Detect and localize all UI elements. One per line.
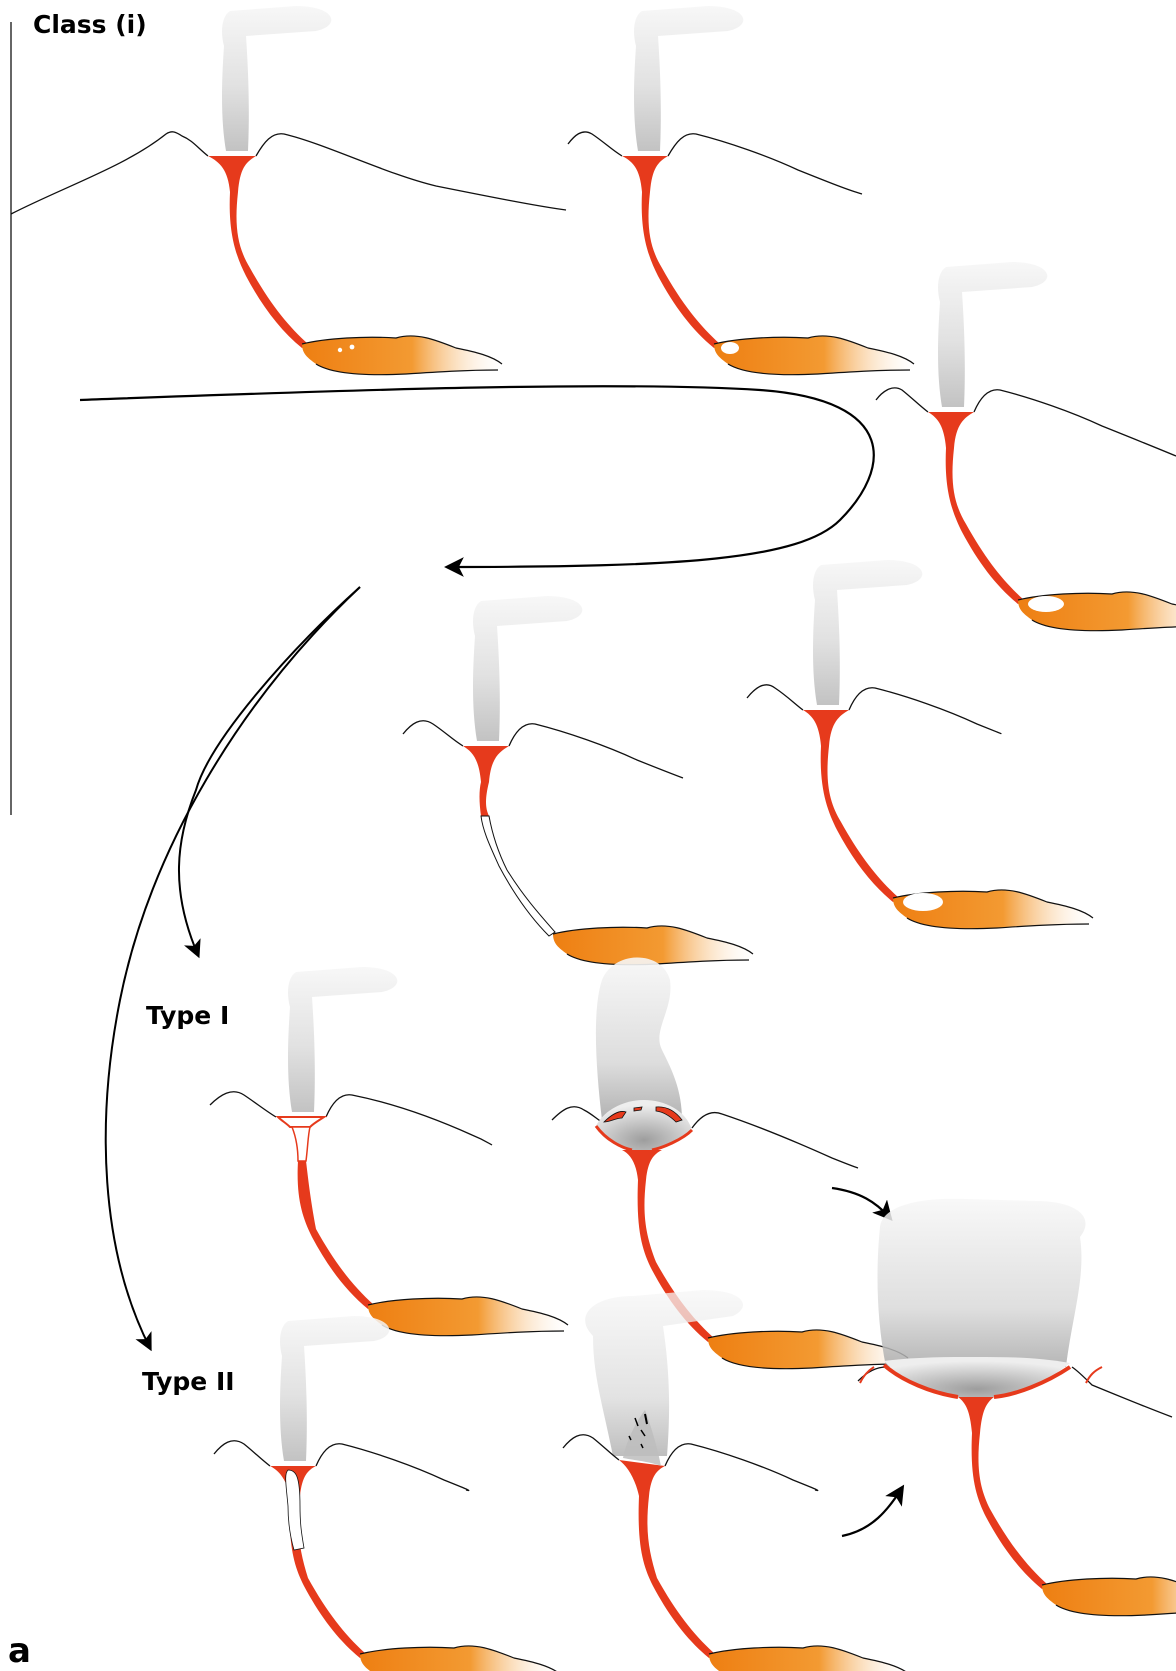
volcano-outline [213, 1440, 470, 1492]
volcano-outline [562, 1434, 819, 1492]
volcano-outline [551, 1106, 859, 1169]
branch-arrow-type-one [178, 586, 361, 959]
class-stage-3 [875, 262, 1176, 632]
class-stage-1 [10, 6, 567, 376]
panel-label: a [8, 1631, 31, 1671]
volcano-outline [209, 1091, 493, 1146]
final-stage [857, 1198, 1176, 1617]
type-one-stage-2 [551, 957, 909, 1370]
arrow-to-final-from-type-two [841, 1484, 905, 1538]
class-stage-5 [746, 560, 1094, 930]
type-one-stage-1 [209, 967, 569, 1337]
type-two-stage-1 [213, 1316, 561, 1671]
type-one-label: Type I [146, 1001, 230, 1030]
class-stage-2 [567, 6, 915, 376]
volcano-outline [402, 720, 684, 779]
type-two-label: Type II [142, 1367, 235, 1396]
class-stage-4 [402, 596, 754, 966]
volcano-outline [567, 131, 863, 195]
cycle-arrow [79, 385, 875, 577]
volcano-outline [746, 684, 1002, 735]
type-two-stage-2 [562, 1290, 910, 1671]
arrow-to-final-from-type-one [831, 1186, 893, 1221]
class-label: Class (i) [33, 10, 147, 39]
branch-arrow-type-two [104, 586, 361, 1352]
volcano-outline [875, 387, 1176, 457]
volcano-outline [10, 131, 567, 215]
